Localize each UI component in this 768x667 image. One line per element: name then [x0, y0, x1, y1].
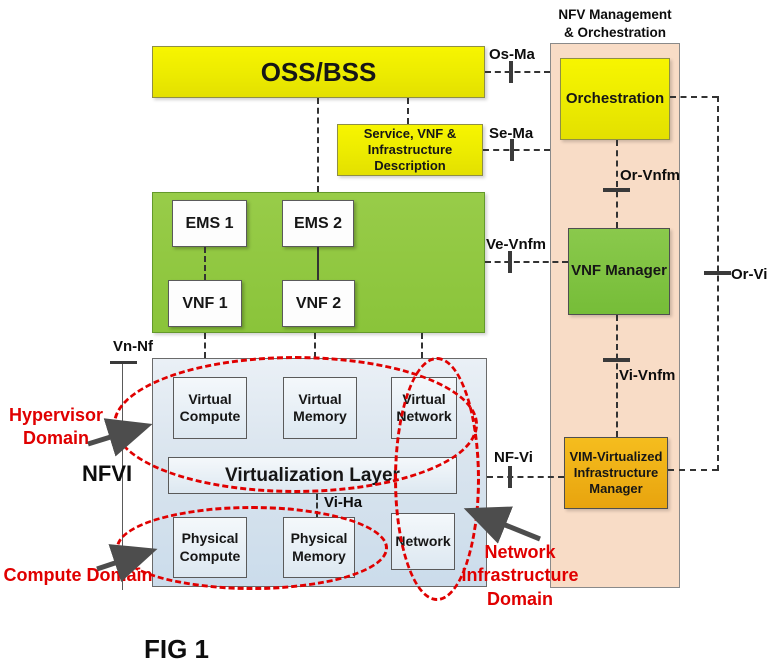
- vnf1-box: VNF 1: [168, 280, 242, 327]
- vn-nf-label: Vn-Nf: [113, 338, 153, 355]
- vnf-manager-box: VNF Manager: [568, 228, 670, 315]
- vnf2-box: VNF 2: [282, 280, 355, 327]
- orchestration-box: Orchestration: [560, 58, 670, 140]
- ossbss-to-vnfcontainer-line: [317, 98, 319, 192]
- orchestration-to-orvi-line: [670, 96, 718, 98]
- figure-caption: FIG 1: [144, 634, 210, 664]
- vnf1-to-nfvi-line: [204, 333, 206, 358]
- ems2-box: EMS 2: [282, 200, 354, 247]
- ossbss-to-service-line: [407, 98, 409, 124]
- os-ma-line: [485, 71, 550, 73]
- mano-header: NFV Management & Orchestration: [558, 7, 672, 40]
- os-ma-label: Os-Ma: [489, 46, 535, 63]
- hypervisor-domain-label: Hypervisor Domain: [8, 405, 104, 449]
- vi-vnfm-tick: [603, 358, 630, 362]
- or-vi-label: Or-Vi: [731, 266, 768, 283]
- vi-ha-line: [316, 494, 318, 517]
- se-ma-label: Se-Ma: [489, 125, 534, 142]
- os-ma-tick: [509, 61, 513, 83]
- nf-vi-label: NF-Vi: [494, 449, 533, 466]
- vi-vnfm-label: Vi-Vnfm: [619, 367, 676, 384]
- compute-domain-label: Compute Domain: [3, 565, 153, 585]
- vnf2-to-nfvi-line: [314, 333, 316, 358]
- or-vnfm-line: [616, 140, 618, 228]
- vn-nf-tick: [110, 361, 137, 364]
- or-vnfm-tick: [603, 188, 630, 192]
- compute-domain-ellipse: [116, 506, 388, 590]
- nf-vi-line: [487, 476, 564, 478]
- se-ma-line: [483, 149, 550, 151]
- oss-bss-box: OSS/BSS: [152, 46, 485, 98]
- or-vi-line: [717, 96, 719, 471]
- or-vnfm-label: Or-Vnfm: [620, 167, 680, 184]
- nf-vi-tick: [508, 466, 512, 488]
- ems2-vnf2-line: [317, 247, 319, 280]
- vi-vnfm-line: [616, 315, 618, 437]
- ve-vnfm-tick: [508, 251, 512, 273]
- ems1-vnf1-line: [204, 247, 206, 280]
- network-infra-domain-label: Network Infrastructure Domain: [461, 542, 579, 609]
- vnfcontainer-to-virtualnetwork-line: [421, 333, 423, 358]
- vim-to-orvi-line: [668, 469, 718, 471]
- vim-box: VIM-Virtualized Infrastructure Manager: [564, 437, 668, 509]
- ve-vnfm-line: [485, 261, 568, 263]
- network-infra-domain-ellipse: [394, 357, 480, 601]
- ve-vnfm-label: Ve-Vnfm: [486, 236, 547, 253]
- service-vnf-infra-description-box: Service, VNF & Infrastructure Descriptio…: [337, 124, 483, 176]
- nfvi-label: NFVI: [82, 461, 133, 486]
- vn-nf-bracket-line: [122, 363, 123, 590]
- ems1-box: EMS 1: [172, 200, 247, 247]
- se-ma-tick: [510, 139, 514, 161]
- or-vi-tick: [704, 271, 731, 275]
- vi-ha-label: Vi-Ha: [324, 494, 363, 511]
